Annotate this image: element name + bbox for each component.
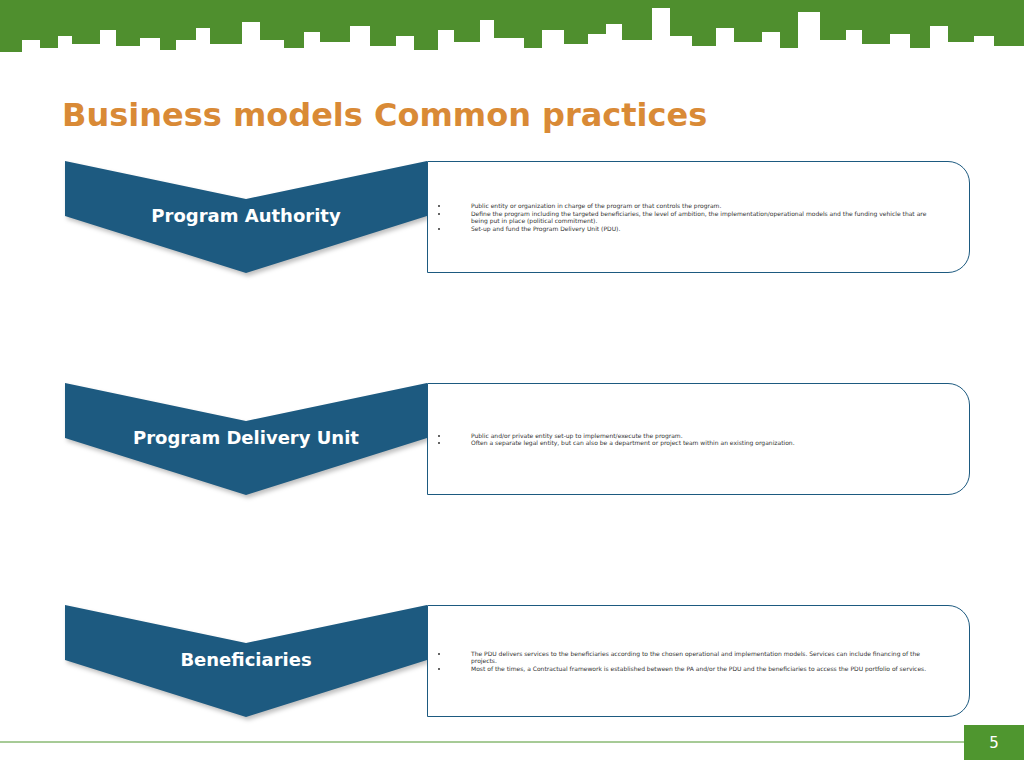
chevron-label: Program Authority: [65, 161, 427, 273]
stage-name: Program Authority: [65, 205, 427, 226]
skyline-buildings: [0, 8, 1024, 76]
bullet-dot: [438, 653, 440, 655]
bullet-item: Public and/or private entity set-up to i…: [436, 432, 939, 440]
description-box: Public and/or private entity set-up to i…: [427, 383, 970, 495]
stage-name: Program Delivery Unit: [65, 427, 427, 448]
bullet-text: Most of the times, a Contractual framewo…: [471, 665, 926, 673]
bullet-text: Define the program including the targete…: [471, 210, 939, 225]
chevron-label: Beneficiaries: [65, 605, 427, 717]
bullet-text: Often a separate legal entity, but can a…: [471, 439, 795, 447]
chevron-fill: [65, 605, 427, 717]
chevron-fill: [65, 383, 427, 495]
bullet-text: Set-up and fund the Program Delivery Uni…: [471, 225, 620, 233]
footer-rule: [0, 742, 964, 743]
bullet-item: Public entity or organization in charge …: [436, 202, 939, 210]
bullet-item: Set-up and fund the Program Delivery Uni…: [436, 225, 939, 233]
bullet-dot: [438, 668, 440, 670]
description-box: Public entity or organization in charge …: [427, 161, 970, 273]
bullet-text: Public entity or organization in charge …: [471, 202, 721, 210]
bullet-dot: [438, 435, 440, 437]
bullet-item: Define the program including the targete…: [436, 210, 939, 225]
chevron-fill: [65, 161, 427, 273]
bullet-text: The PDU delivers services to the benefic…: [471, 650, 939, 665]
bullet-dot: [438, 228, 440, 230]
stage-name: Beneficiaries: [65, 649, 427, 670]
bullet-dot: [438, 205, 440, 207]
skyline-band: [0, 0, 1024, 76]
description-box: The PDU delivers services to the benefic…: [427, 605, 970, 717]
slide-title: Business models Common practices: [62, 96, 707, 134]
page-number: 5: [964, 725, 1024, 760]
bullet-dot: [438, 442, 440, 444]
bullet-item: The PDU delivers services to the benefic…: [436, 650, 939, 665]
bullet-item: Often a separate legal entity, but can a…: [436, 439, 939, 447]
bullet-item: Most of the times, a Contractual framewo…: [436, 665, 939, 673]
bullet-text: Public and/or private entity set-up to i…: [471, 432, 683, 440]
bullet-dot: [438, 213, 440, 215]
chevron-label: Program Delivery Unit: [65, 383, 427, 495]
